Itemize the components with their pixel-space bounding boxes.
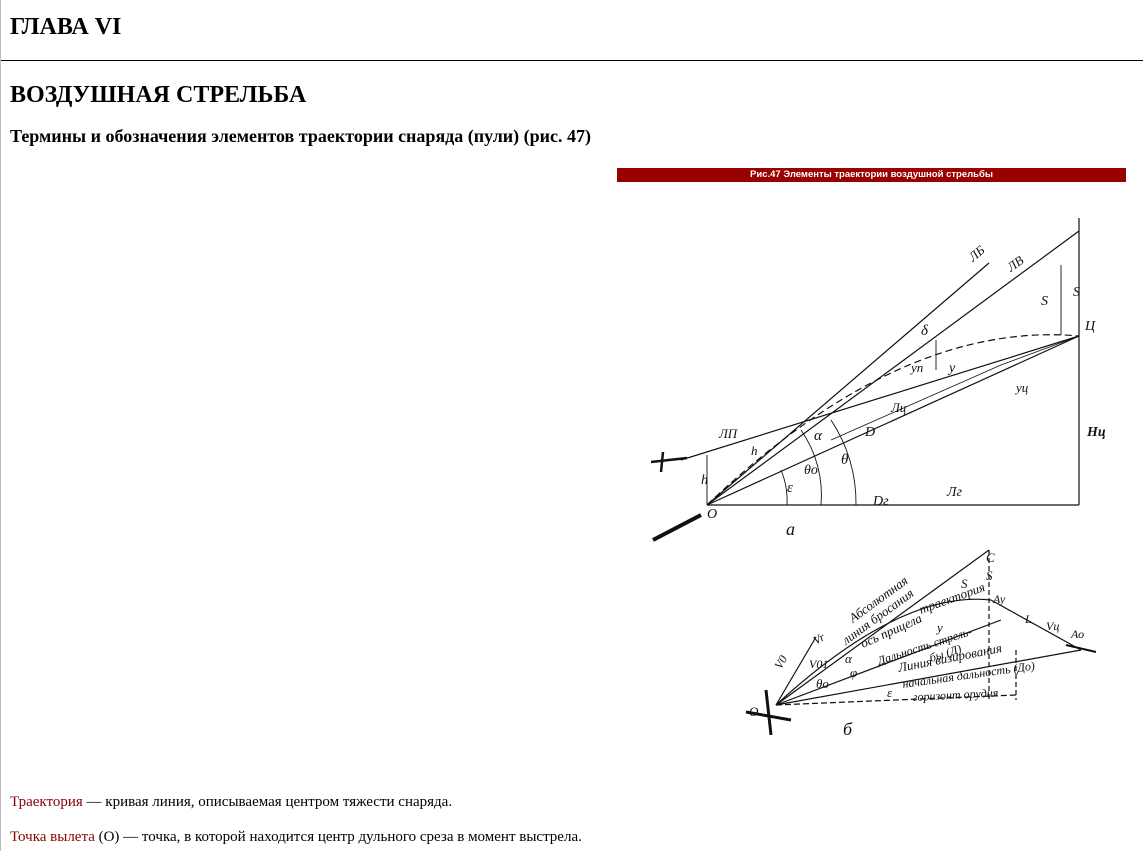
label-yp: уп [909,360,923,375]
label-o: О [707,507,717,522]
label-d: D [864,425,875,440]
label-b-v01: V01 [809,657,828,671]
label-alpha: α [814,428,823,444]
label-b-phi: φ [850,665,857,680]
label-b-y: у [935,620,943,635]
line-lc [830,335,1080,441]
label-b-horizon: горизонт орудия [912,686,999,704]
trajectory-curve [706,334,1080,506]
trajectory-diagram: ЛБ ЛВ S S Ц δ уп у уц Лц ЛП h α D θ θо ε… [650,218,1106,739]
chapter-title: ГЛАВА VI [10,14,122,40]
label-b-l: L [1024,612,1032,626]
paragraph-trajectory: Траектория — кривая линия, описываемая ц… [10,794,452,811]
label-b-vr: Vr [811,630,828,648]
sublabel-b: б [843,719,853,739]
label-c: Ц [1084,319,1096,334]
label-y: у [947,361,956,376]
label-s-inner: S [1041,294,1048,309]
label-hc: Нц [1086,425,1106,440]
term-exit-point: Точка вылета [10,829,95,845]
paragraph-exit-point: Точка вылета (О) — точка, в которой нахо… [10,829,582,846]
horizontal-divider [1,60,1143,61]
label-b-vc: Vц [1046,619,1059,633]
label-eps: ε [787,480,793,496]
label-b-eps: ε [887,685,893,700]
label-b-s2: S [986,568,993,583]
label-yc: уц [1014,380,1029,395]
line-lp [680,335,1080,461]
label-lb: ЛБ [965,242,988,265]
sublabel-a: а [786,519,795,539]
label-delta: δ [921,323,929,339]
label-lp: ЛП [718,426,739,441]
figure-47: Рис.47 Элементы траектории воздушной стр… [617,168,1126,760]
term-trajectory: Траектория [10,794,83,810]
diagram-b [745,549,1097,736]
label-b-s1: S [961,576,968,591]
label-h: h [701,473,708,488]
definition-trajectory: — кривая линия, описываемая центром тяже… [82,794,453,810]
label-b-o: О [749,704,759,719]
line-ld [706,335,1080,506]
label-b-theta0: θо [816,676,829,691]
label-theta: θ [841,452,849,468]
figure-caption: Рис.47 Элементы траектории воздушной стр… [617,168,1126,182]
line-lb [706,262,990,506]
section-title: ВОЗДУШНАЯ СТРЕЛЬБА [10,82,307,108]
label-b-ay: Ау [992,592,1006,606]
label-b-alpha: α [845,651,853,666]
label-dg: Dг [872,494,889,509]
label-s-upper: S [1073,285,1080,300]
label-b-traj: траектория [917,579,987,617]
label-lg: Лг [946,485,962,500]
label-b-c: С [986,550,995,565]
label-theta0: θо [804,463,818,478]
subsection-title: Термины и обозначения элементов траектор… [10,126,592,146]
label-b-v0: V0 [771,653,790,672]
diagram-a [650,218,1080,542]
definition-exit-point: (О) — точка, в которой находится центр д… [94,829,582,845]
label-b-ao: Ао [1070,627,1084,641]
line-lv [706,230,1080,506]
label-lc: Лц [890,400,907,415]
label-h-inner: h [751,443,758,458]
